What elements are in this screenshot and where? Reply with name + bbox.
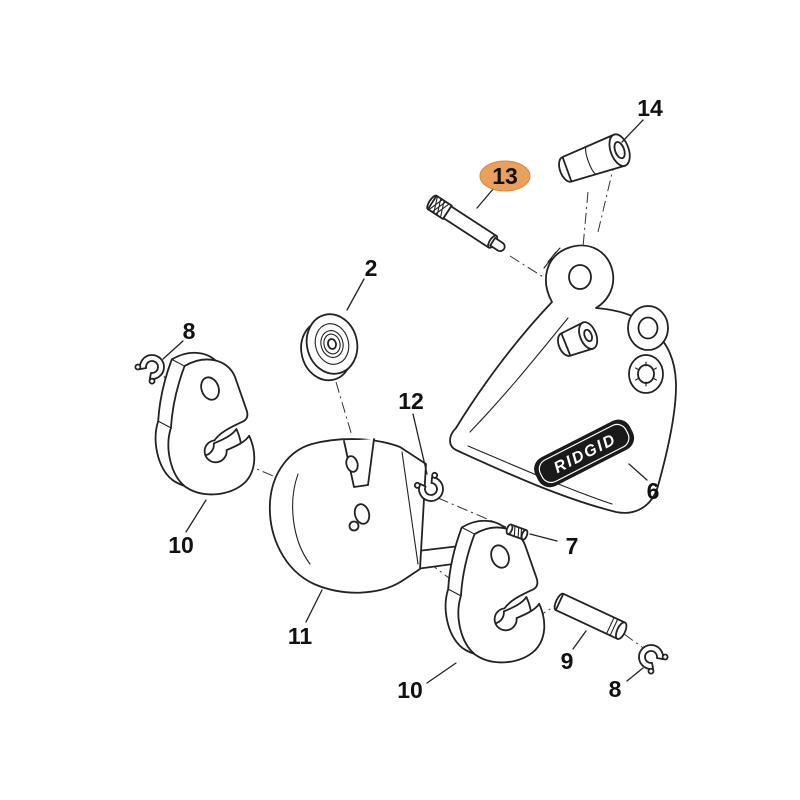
pin-tip bbox=[489, 237, 506, 252]
callout-11[interactable]: 11 bbox=[288, 623, 313, 649]
callout-8-top[interactable]: 8 bbox=[183, 318, 196, 344]
carriage-contour bbox=[292, 473, 311, 565]
carriage-keyhole bbox=[353, 503, 371, 525]
centerline bbox=[335, 381, 353, 437]
part-pin-small bbox=[505, 523, 529, 541]
frame-lug-hole bbox=[568, 264, 592, 290]
callout-8-bottom[interactable]: 8 bbox=[609, 676, 622, 702]
callout-13[interactable]: 13 bbox=[479, 160, 531, 192]
roller-hole bbox=[583, 328, 593, 343]
callout-label: 14 bbox=[637, 95, 663, 121]
callout-label: 6 bbox=[647, 478, 660, 504]
roller-hole bbox=[613, 141, 626, 160]
carriage-body bbox=[268, 438, 427, 594]
leader bbox=[305, 589, 323, 623]
callout-label: 2 bbox=[365, 255, 378, 281]
part-cutter-wheel bbox=[300, 313, 359, 382]
callout-9[interactable]: 9 bbox=[561, 648, 574, 674]
frame-lower-boss-hole bbox=[637, 364, 655, 384]
callout-label: 8 bbox=[609, 676, 622, 702]
leader bbox=[162, 340, 184, 360]
callout-label: 13 bbox=[492, 163, 518, 189]
leader bbox=[628, 463, 648, 481]
part-carriage bbox=[268, 438, 469, 594]
callout-label: 9 bbox=[561, 648, 574, 674]
pin-cap bbox=[615, 621, 628, 640]
wheel-hub bbox=[320, 330, 344, 358]
frame-roller bbox=[557, 321, 599, 357]
leader bbox=[185, 499, 207, 533]
leader bbox=[529, 533, 558, 542]
part-pin-lower bbox=[553, 592, 628, 640]
part-frame: RIDGID bbox=[449, 244, 677, 514]
centerline bbox=[437, 497, 507, 528]
wheel-hole bbox=[327, 338, 337, 350]
callout-6[interactable]: 6 bbox=[647, 478, 660, 504]
frame-face-line bbox=[469, 317, 569, 433]
carriage-flange-line bbox=[401, 451, 419, 565]
pin-groove bbox=[605, 616, 619, 637]
carriage-keyhole-lobe bbox=[348, 520, 360, 532]
brand-badge-plate bbox=[534, 419, 635, 488]
callout-label: 10 bbox=[168, 532, 194, 558]
callout-12[interactable]: 12 bbox=[398, 388, 424, 414]
leader bbox=[346, 278, 365, 311]
centerline bbox=[623, 633, 647, 651]
callout-10-left[interactable]: 10 bbox=[168, 532, 194, 558]
part-retaining-ring-bottom bbox=[632, 638, 670, 676]
callout-label: 7 bbox=[566, 533, 579, 559]
callout-2[interactable]: 2 bbox=[365, 255, 378, 281]
callout-13-highlight bbox=[479, 160, 531, 192]
callout-14[interactable]: 14 bbox=[637, 95, 663, 121]
callout-7[interactable]: 7 bbox=[566, 533, 579, 559]
pin-end bbox=[520, 529, 529, 541]
callout-label: 12 bbox=[398, 388, 424, 414]
part-retaining-ring-top bbox=[133, 348, 171, 386]
wheel-hub-inner bbox=[323, 333, 341, 355]
frame-upper-boss-hole bbox=[637, 316, 659, 340]
leader bbox=[626, 667, 644, 682]
callout-10-bottom[interactable]: 10 bbox=[397, 677, 423, 703]
carriage-hole-upper bbox=[345, 455, 359, 473]
pin-body bbox=[554, 592, 626, 640]
leader bbox=[426, 662, 457, 684]
wheel-ring bbox=[314, 323, 350, 365]
part-pin-13 bbox=[426, 194, 506, 252]
brand-badge-border bbox=[538, 423, 630, 484]
frame-nut-knurl bbox=[635, 361, 657, 387]
part-bracket-bottom bbox=[435, 514, 549, 669]
leader-lines bbox=[162, 119, 648, 684]
callout-label: 10 bbox=[397, 677, 423, 703]
frame-knurl-ticks bbox=[543, 247, 561, 269]
leader bbox=[476, 187, 495, 209]
pin-knurl-hatch bbox=[428, 195, 450, 218]
callout-label: 11 bbox=[288, 623, 313, 649]
pin-hatch bbox=[513, 525, 523, 540]
centerline bbox=[509, 255, 549, 281]
callout-label: 8 bbox=[183, 318, 196, 344]
pin-end bbox=[505, 523, 514, 535]
leader bbox=[572, 630, 587, 650]
leader bbox=[621, 119, 644, 143]
leader bbox=[412, 413, 428, 475]
part-roller bbox=[558, 133, 631, 183]
roller-waist bbox=[585, 146, 596, 175]
